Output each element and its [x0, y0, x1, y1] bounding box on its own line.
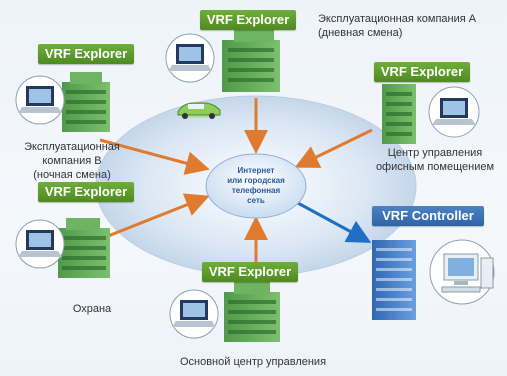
building-main-center	[224, 282, 280, 342]
caption-security: Охрана	[72, 303, 112, 315]
caption-office-center-line1: Центр управления	[387, 147, 483, 159]
caption-company-b-line1: Эксплуатационная	[24, 141, 120, 153]
hub-text: Интернет или городская телефонная сеть	[214, 166, 298, 206]
building-controller	[372, 240, 416, 320]
laptop-icon-company-a	[165, 33, 215, 83]
laptop-icon-main-center	[169, 289, 219, 339]
building-security	[58, 218, 110, 278]
car-icon	[177, 102, 221, 119]
building-company-a	[222, 30, 280, 92]
label-office-center: VRF Explorer	[374, 62, 470, 82]
laptop-icon-company-b	[15, 75, 65, 125]
label-security: VRF Explorer	[38, 182, 134, 202]
caption-company-b: Эксплуатационная компания В (ночная смен…	[12, 140, 132, 182]
arrow-controller	[295, 200, 372, 243]
caption-office-center: Центр управления офисным помещением	[370, 146, 500, 174]
caption-company-a-line1: Эксплуатационная компания А	[318, 13, 477, 25]
pc-icon-controller	[429, 239, 495, 305]
hub-line3: телефонная	[231, 186, 281, 195]
arrow-office-center	[294, 128, 373, 168]
label-company-a: VRF Explorer	[200, 10, 296, 30]
building-office-center	[382, 84, 416, 144]
laptop-icon-office-center	[428, 86, 480, 138]
building-company-b	[62, 72, 110, 132]
label-main-center: VRF Explorer	[202, 262, 298, 282]
label-controller: VRF Controller	[372, 206, 484, 226]
hub-line2: или городская	[227, 176, 285, 185]
caption-office-center-line2: офисным помещением	[375, 161, 495, 173]
caption-company-a-line2: (дневная смена)	[318, 27, 403, 39]
caption-company-b-line3: (ночная смена)	[33, 169, 111, 181]
caption-company-a: Эксплуатационная компания А (дневная сме…	[318, 12, 476, 40]
caption-main-center: Основной центр управления	[179, 356, 327, 368]
arrow-security	[97, 193, 210, 242]
caption-company-b-line2: компания В	[42, 155, 102, 167]
hub-bubble	[205, 153, 307, 219]
hub-line4: сеть	[247, 196, 265, 205]
label-company-b: VRF Explorer	[38, 44, 134, 64]
laptop-icon-security	[15, 219, 65, 269]
hub-line1: Интернет	[237, 166, 275, 175]
arrow-company-b	[99, 138, 210, 175]
